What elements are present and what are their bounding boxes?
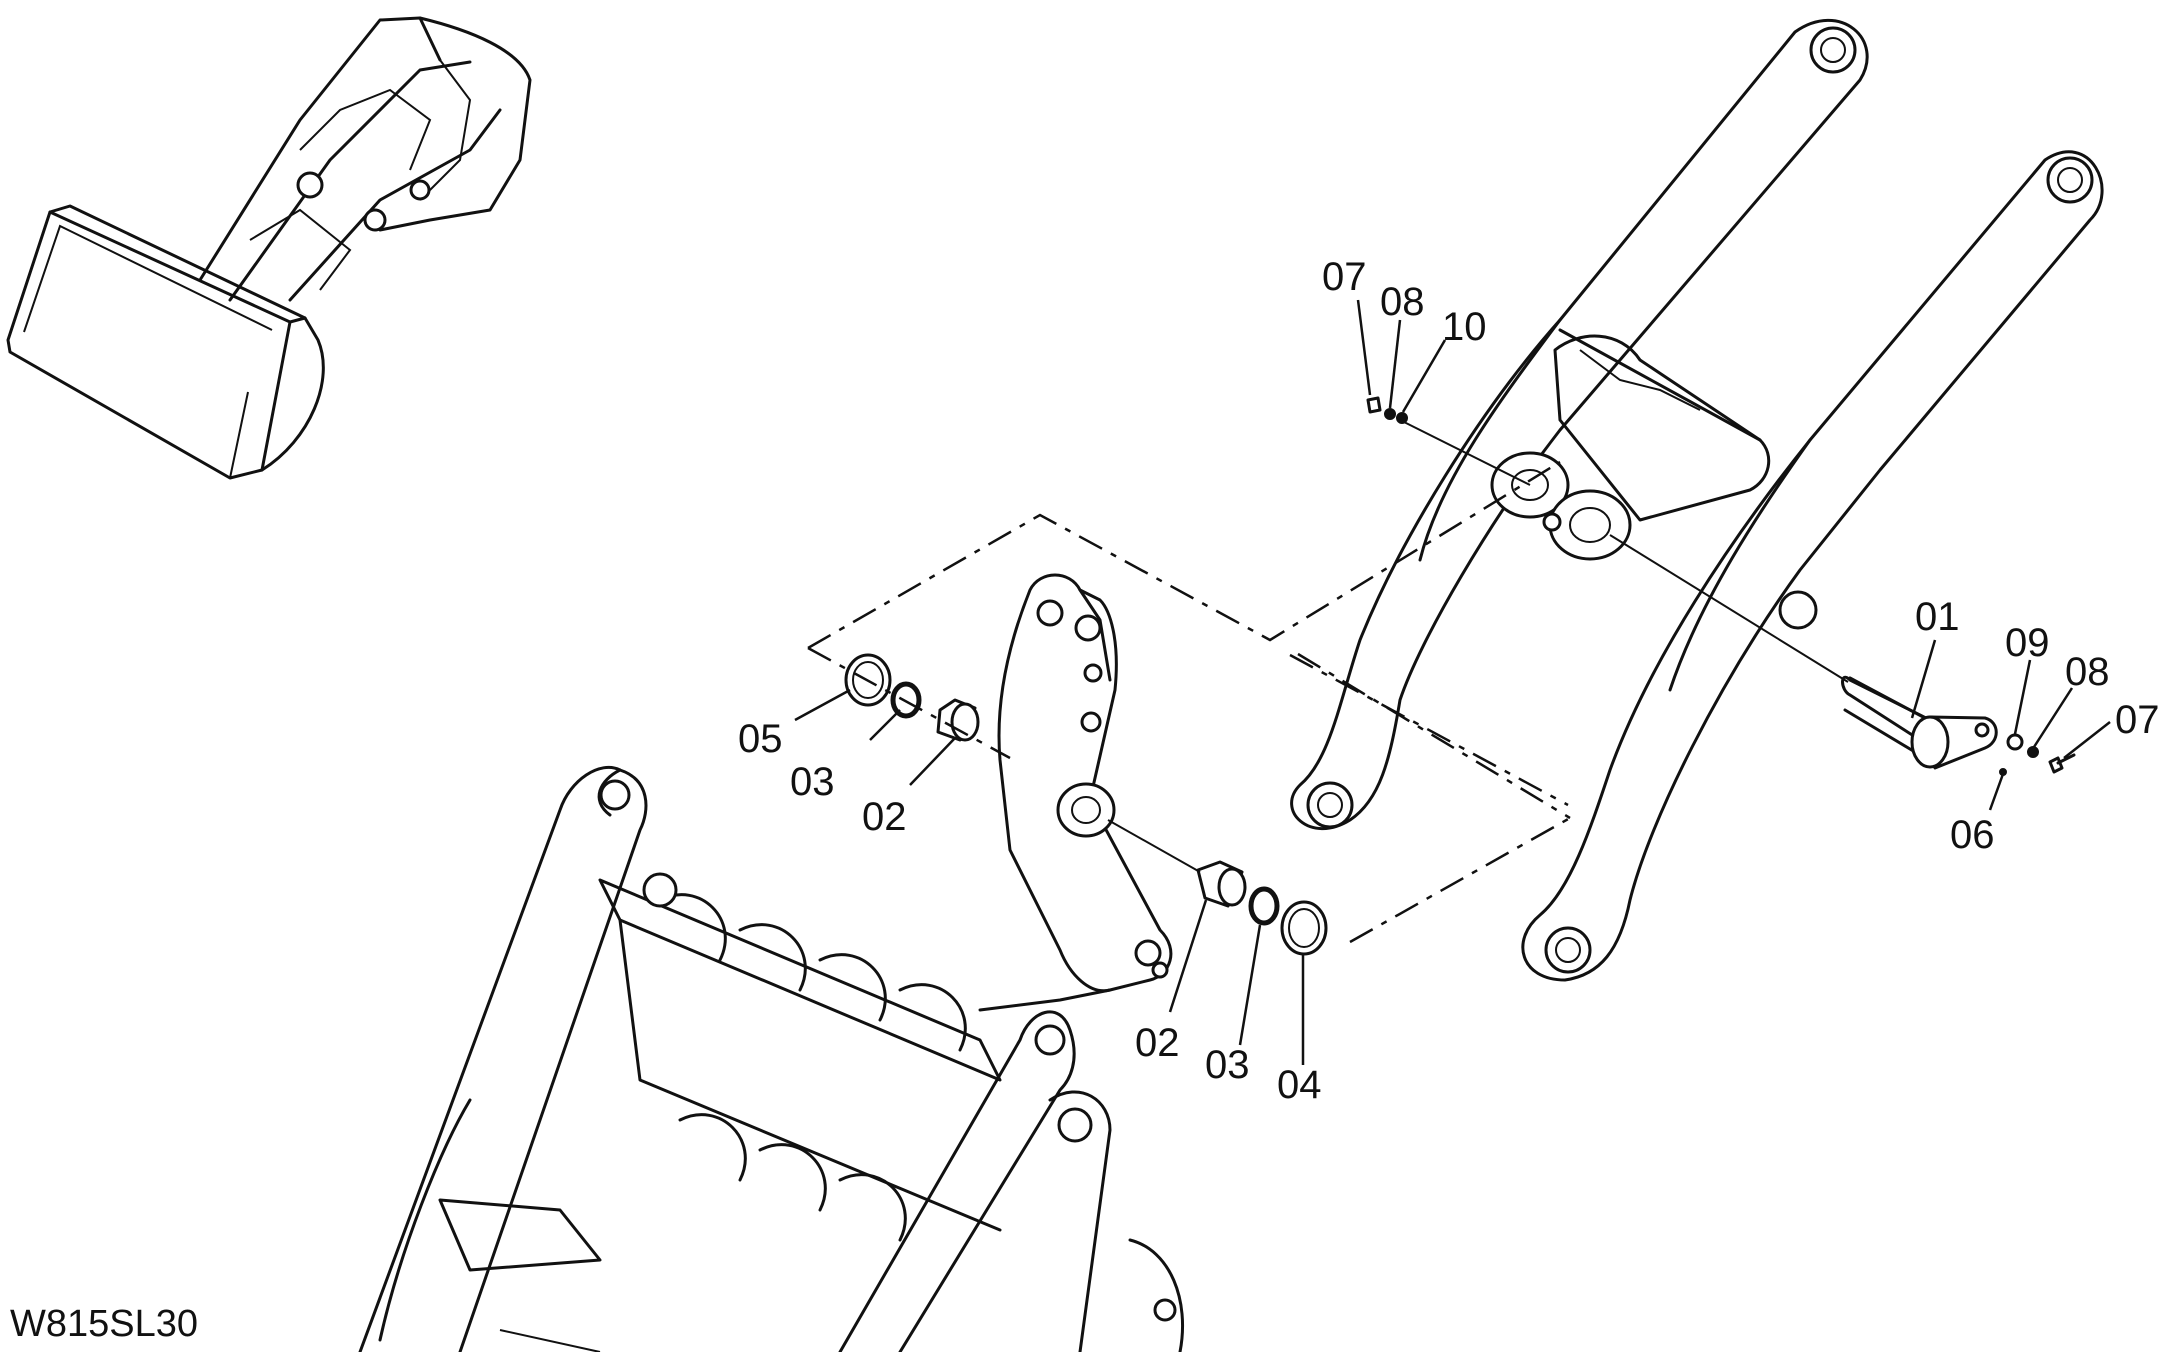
callout-02-right: 02	[1135, 1021, 1180, 1065]
bolt-07-top	[1366, 396, 1382, 414]
callout-09: 09	[2005, 621, 2050, 665]
seal-ring-03-right	[1248, 886, 1280, 926]
callout-10: 10	[1442, 305, 1487, 349]
callout-02-left: 02	[862, 795, 907, 839]
leader-lines	[794, 299, 2111, 1065]
washer-09	[2006, 733, 2024, 751]
callout-07-top: 07	[1322, 255, 1367, 299]
seal-ring-03-left	[890, 681, 922, 719]
pin-01	[1841, 675, 1932, 742]
callout-08-right: 08	[2065, 650, 2110, 694]
loader-frame	[358, 765, 1185, 1352]
exploded-parts	[844, 396, 2076, 956]
lock-washer-08-top	[1384, 408, 1396, 420]
callout-05: 05	[738, 717, 783, 761]
drawing-code: W815SL30	[10, 1303, 198, 1345]
washer-10	[1396, 412, 1408, 424]
loader-overview-thumbnail	[6, 16, 532, 480]
callout-labels: 05 03 02 02 03 04 07 08 10 01 09 08 07 0…	[738, 255, 2160, 1107]
lift-arm-assembly	[1290, 18, 2104, 982]
callout-08-top: 08	[1380, 280, 1425, 324]
callout-03-left: 03	[790, 760, 835, 804]
callout-06: 06	[1950, 813, 1995, 857]
assembly-axis-lines	[807, 419, 1849, 944]
bell-crank-link	[978, 573, 1173, 1012]
callout-03-right: 03	[1205, 1043, 1250, 1087]
callout-07-right: 07	[2115, 698, 2160, 742]
callout-04: 04	[1277, 1063, 1322, 1107]
lock-washer-08-right	[2027, 746, 2039, 758]
bolt-07-right	[2048, 753, 2076, 774]
callout-01: 01	[1915, 595, 1960, 639]
